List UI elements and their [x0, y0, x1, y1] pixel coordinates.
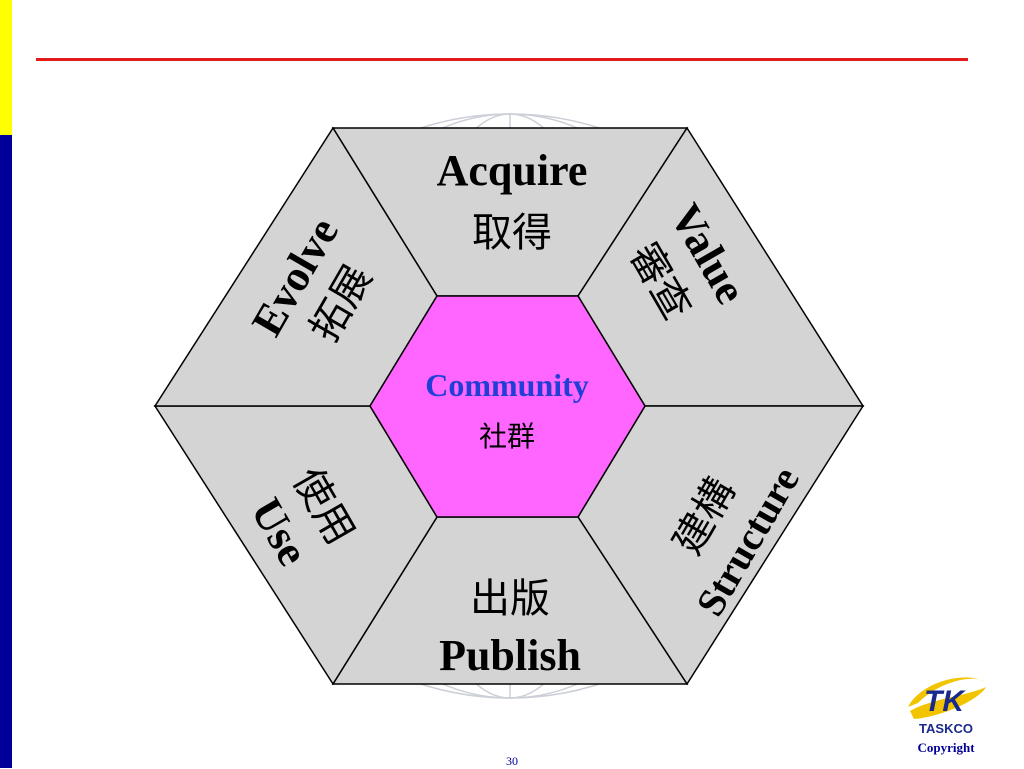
acquire-label-zh: 取得 [472, 210, 552, 256]
logo-wordmark: TASKCO [919, 721, 973, 736]
sidebar-accent-yellow [0, 0, 12, 135]
community-label-en: Community [425, 367, 589, 403]
logo-monogram: TK [924, 685, 966, 718]
taskco-logo: TK TASKCO [908, 677, 986, 736]
title-rule [36, 58, 968, 61]
community-label-zh: 社群 [479, 420, 535, 453]
center-hexagon [369, 295, 646, 518]
page-number: 30 [506, 754, 518, 768]
sidebar-accent-blue [0, 135, 12, 768]
acquire-label-en: Acquire [437, 146, 588, 195]
copyright-label: Copyright [917, 740, 975, 755]
publish-label-en: Publish [439, 631, 581, 680]
logo-swoosh-icon [908, 677, 984, 707]
publish-label-zh: 出版 [470, 576, 550, 622]
